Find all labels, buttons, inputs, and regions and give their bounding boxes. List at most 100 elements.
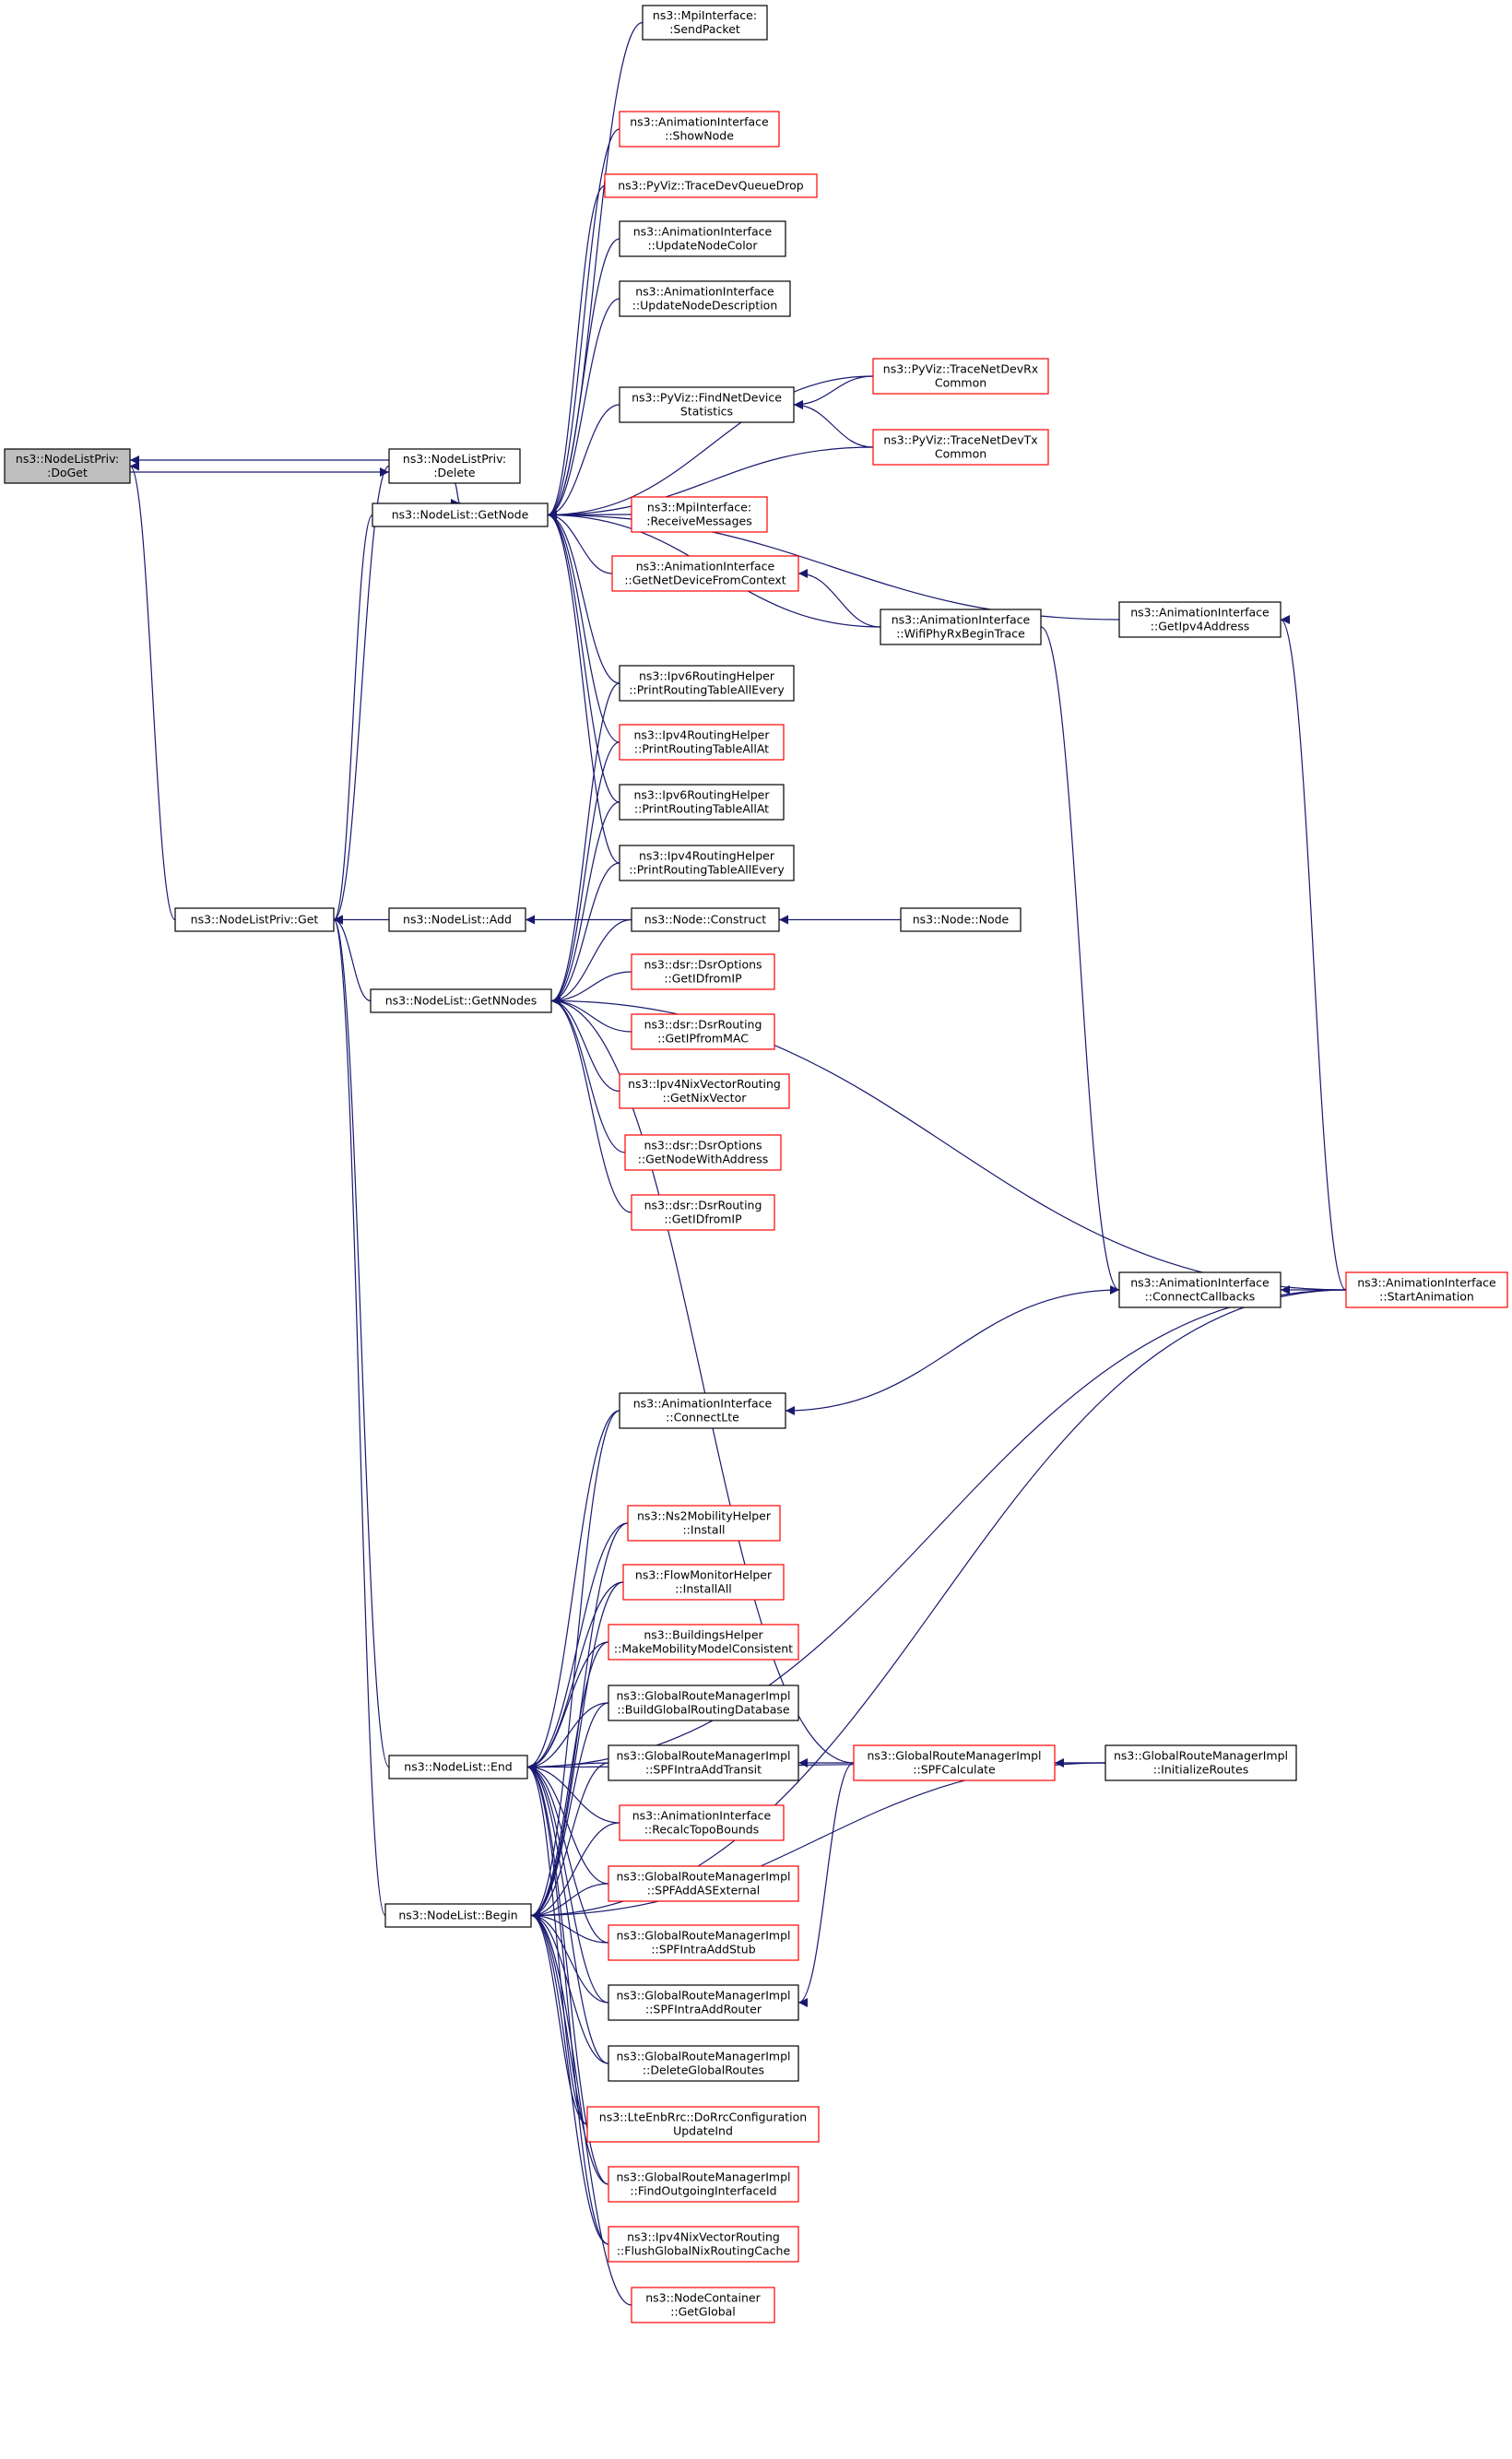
node-dorrcconfig[interactable]: ns3::LteEnbRrc::DoRrcConfigurationUpdate… <box>586 2106 820 2143</box>
node-box[interactable] <box>619 220 786 257</box>
node-get[interactable]: ns3::NodeListPriv::Get <box>174 907 335 932</box>
node-initializeroutes[interactable]: ns3::GlobalRouteManagerImpl::InitializeR… <box>1104 1744 1297 1781</box>
node-box[interactable] <box>631 1194 775 1231</box>
node-box[interactable] <box>619 665 795 702</box>
node-box[interactable] <box>619 111 780 148</box>
node-box[interactable] <box>608 1744 799 1781</box>
node-box[interactable] <box>586 2106 820 2143</box>
node-box[interactable] <box>619 845 795 881</box>
node-begin[interactable]: ns3::NodeList::Begin <box>384 1903 532 1928</box>
node-box[interactable] <box>388 1755 528 1779</box>
node-box[interactable] <box>604 173 818 198</box>
node-box[interactable] <box>370 988 552 1013</box>
node-box[interactable] <box>631 1013 775 1050</box>
node-box[interactable] <box>619 724 785 761</box>
node-startanimation[interactable]: ns3::AnimationInterface::StartAnimation <box>1345 1271 1508 1308</box>
node-doget[interactable]: ns3::NodeListPriv::DoGet <box>4 448 131 484</box>
node-ipv6rtallat[interactable]: ns3::Ipv6RoutingHelper::PrintRoutingTabl… <box>619 784 785 821</box>
node-box[interactable] <box>1104 1744 1297 1781</box>
node-nodenode[interactable]: ns3::Node::Node <box>900 907 1022 932</box>
node-box[interactable] <box>372 502 549 527</box>
node-box[interactable] <box>631 953 775 990</box>
node-box[interactable] <box>1345 1271 1508 1308</box>
node-sendpacket[interactable]: ns3::MpiInterface::SendPacket <box>642 5 768 41</box>
node-box[interactable] <box>608 1685 799 1721</box>
node-updatenodecolor[interactable]: ns3::AnimationInterface::UpdateNodeColor <box>619 220 786 257</box>
node-spfcalculate[interactable]: ns3::GlobalRouteManagerImpl::SPFCalculat… <box>853 1744 1056 1781</box>
node-receivemessages[interactable]: ns3::MpiInterface::ReceiveMessages <box>631 496 768 533</box>
node-box[interactable] <box>642 5 768 41</box>
node-getipv4address[interactable]: ns3::AnimationInterface::GetIpv4Address <box>1118 601 1282 638</box>
node-box[interactable] <box>627 1505 781 1542</box>
node-shownode[interactable]: ns3::AnimationInterface::ShowNode <box>619 111 780 148</box>
node-delete[interactable]: ns3::NodeListPriv::Delete <box>388 448 521 484</box>
node-box[interactable] <box>619 1073 790 1109</box>
node-ipv4rtallat[interactable]: ns3::Ipv4RoutingHelper::PrintRoutingTabl… <box>619 724 785 761</box>
node-buildglobaldb[interactable]: ns3::GlobalRouteManagerImpl::BuildGlobal… <box>608 1685 799 1721</box>
node-nodeconstruct[interactable]: ns3::Node::Construct <box>631 907 780 932</box>
node-end[interactable]: ns3::NodeList::End <box>388 1755 528 1779</box>
node-flowinstallall[interactable]: ns3::FlowMonitorHelper::InstallAll <box>622 1564 785 1601</box>
node-getnetdevicefromcontext[interactable]: ns3::AnimationInterface::GetNetDeviceFro… <box>611 555 799 592</box>
node-box[interactable] <box>608 2166 799 2203</box>
node-box[interactable] <box>880 609 1042 645</box>
node-dsrrouting_getidfromip[interactable]: ns3::dsr::DsrRouting::GetIDfromIP <box>631 1194 775 1231</box>
node-box[interactable] <box>608 1865 799 1902</box>
node-recalctopobounds[interactable]: ns3::AnimationInterface::RecalcTopoBound… <box>619 1804 785 1841</box>
node-box[interactable] <box>631 2287 775 2323</box>
node-spfintraaddrouter[interactable]: ns3::GlobalRouteManagerImpl::SPFIntraAdd… <box>608 1984 799 2021</box>
node-box[interactable] <box>608 1924 799 1961</box>
node-getglobal[interactable]: ns3::NodeContainer::GetGlobal <box>631 2287 775 2323</box>
node-box[interactable] <box>388 448 521 484</box>
node-box[interactable] <box>631 496 768 533</box>
node-getnixvector[interactable]: ns3::Ipv4NixVectorRouting::GetNixVector <box>619 1073 790 1109</box>
node-spfaddasexternal[interactable]: ns3::GlobalRouteManagerImpl::SPFAddASExt… <box>608 1865 799 1902</box>
node-box[interactable] <box>624 1134 782 1171</box>
node-box[interactable] <box>872 429 1049 466</box>
node-box[interactable] <box>608 2045 799 2082</box>
node-box[interactable] <box>174 907 335 932</box>
node-updatenodedescription[interactable]: ns3::AnimationInterface::UpdateNodeDescr… <box>619 280 791 317</box>
node-box[interactable] <box>900 907 1022 932</box>
node-box[interactable] <box>611 555 799 592</box>
node-dsrrouting_getipfrommac[interactable]: ns3::dsr::DsrRouting::GetIPfromMAC <box>631 1013 775 1050</box>
node-box[interactable] <box>608 1624 799 1661</box>
node-spfintraaddtransit[interactable]: ns3::GlobalRouteManagerImpl::SPFIntraAdd… <box>608 1744 799 1781</box>
node-box[interactable] <box>853 1744 1056 1781</box>
node-spfintraaddstub[interactable]: ns3::GlobalRouteManagerImpl::SPFIntraAdd… <box>608 1924 799 1961</box>
node-buildingsmmc[interactable]: ns3::BuildingsHelper::MakeMobilityModelC… <box>608 1624 799 1661</box>
node-deleteglobalroutes[interactable]: ns3::GlobalRouteManagerImpl::DeleteGloba… <box>608 2045 799 2082</box>
node-add[interactable]: ns3::NodeList::Add <box>388 907 526 932</box>
node-wifiphyrxbegin[interactable]: ns3::AnimationInterface::WifiPhyRxBeginT… <box>880 609 1042 645</box>
node-box[interactable] <box>608 1984 799 2021</box>
node-tracedevqueuedrop[interactable]: ns3::PyViz::TraceDevQueueDrop <box>604 173 818 198</box>
node-box[interactable] <box>619 280 791 317</box>
node-getnode[interactable]: ns3::NodeList::GetNode <box>372 502 549 527</box>
node-box[interactable] <box>619 1804 785 1841</box>
node-connectlte[interactable]: ns3::AnimationInterface::ConnectLte <box>619 1392 786 1429</box>
node-box[interactable] <box>619 386 795 423</box>
node-box[interactable] <box>622 1564 785 1601</box>
node-ipv4rtallevery[interactable]: ns3::Ipv4RoutingHelper::PrintRoutingTabl… <box>619 845 795 881</box>
node-box[interactable] <box>619 784 785 821</box>
node-box[interactable] <box>384 1903 532 1928</box>
node-box[interactable] <box>872 358 1049 395</box>
node-dsroptions_getidfromip[interactable]: ns3::dsr::DsrOptions::GetIDfromIP <box>631 953 775 990</box>
node-getnodewithaddress[interactable]: ns3::dsr::DsrOptions::GetNodeWithAddress <box>624 1134 782 1171</box>
node-box[interactable] <box>1118 1271 1282 1308</box>
node-ns2install[interactable]: ns3::Ns2MobilityHelper::Install <box>627 1505 781 1542</box>
node-box[interactable] <box>631 907 780 932</box>
node-box[interactable] <box>619 1392 786 1429</box>
node-ipv6rtallevery[interactable]: ns3::Ipv6RoutingHelper::PrintRoutingTabl… <box>619 665 795 702</box>
node-findoutgoing[interactable]: ns3::GlobalRouteManagerImpl::FindOutgoin… <box>608 2166 799 2203</box>
node-box[interactable] <box>1118 601 1282 638</box>
node-box[interactable] <box>4 448 131 484</box>
node-getnnodes[interactable]: ns3::NodeList::GetNNodes <box>370 988 552 1013</box>
node-box[interactable] <box>608 2226 799 2263</box>
node-flushnix[interactable]: ns3::Ipv4NixVectorRouting::FlushGlobalNi… <box>608 2226 799 2263</box>
node-connectcallbacks[interactable]: ns3::AnimationInterface::ConnectCallback… <box>1118 1271 1282 1308</box>
node-box[interactable] <box>388 907 526 932</box>
